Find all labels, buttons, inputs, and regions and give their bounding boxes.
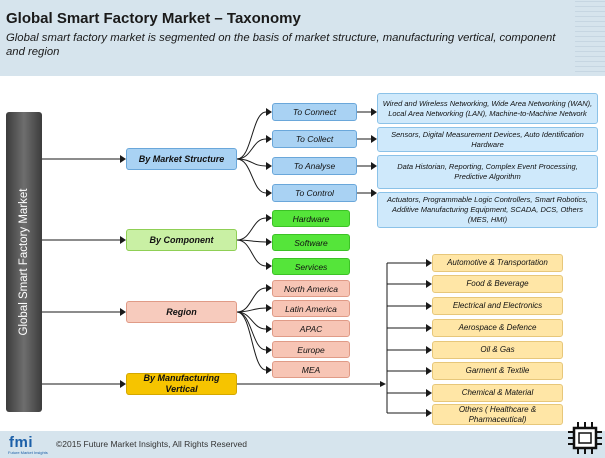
segment-component: By Component: [126, 229, 237, 251]
header-corner-pattern: [575, 0, 605, 76]
item-to-collect: To Collect: [272, 130, 357, 148]
root-bar: [6, 112, 42, 412]
item-europe: Europe: [272, 341, 350, 358]
chip-icon: [568, 422, 602, 454]
item-services: Services: [272, 258, 350, 275]
segment-vertical: By Manufacturing Vertical: [126, 373, 237, 395]
copyright-text: ©2015 Future Market Insights, All Rights…: [56, 439, 247, 449]
vertical-item: Oil & Gas: [432, 341, 563, 359]
item-apac: APAC: [272, 320, 350, 337]
segment-vertical-line2: Vertical: [165, 384, 198, 394]
item-to-connect: To Connect: [272, 103, 357, 121]
detail-to-control: Actuators, Programmable Logic Controller…: [377, 192, 598, 228]
vertical-item: Electrical and Electronics: [432, 297, 563, 315]
segment-market-structure: By Market Structure: [126, 148, 237, 170]
item-hardware: Hardware: [272, 210, 350, 227]
item-latin-america: Latin America: [272, 300, 350, 317]
vertical-item: Food & Beverage: [432, 275, 563, 293]
vertical-item: Aerospace & Defence: [432, 319, 563, 337]
vertical-item: Garment & Textile: [432, 362, 563, 380]
fmi-logo: fmi Future Market Insights: [5, 434, 48, 456]
detail-to-analyse: Data Historian, Reporting, Complex Event…: [377, 155, 598, 189]
vertical-item: Automotive & Transportation: [432, 254, 563, 272]
item-mea: MEA: [272, 361, 350, 378]
item-north-america: North America: [272, 280, 350, 297]
detail-to-collect: Sensors, Digital Measurement Devices, Au…: [377, 127, 598, 152]
detail-to-connect: Wired and Wireless Networking, Wide Area…: [377, 93, 598, 124]
vertical-item: Chemical & Material: [432, 384, 563, 402]
item-to-control: To Control: [272, 184, 357, 202]
footer-band: [0, 431, 605, 458]
page-subtitle: Global smart factory market is segmented…: [6, 32, 556, 58]
segment-vertical-line1: By Manufacturing: [143, 373, 220, 383]
item-software: Software: [272, 234, 350, 251]
vertical-item: Others ( Healthcare & Pharmaceutical): [432, 404, 563, 425]
header-band: [0, 0, 605, 76]
item-to-analyse: To Analyse: [272, 157, 357, 175]
page-title: Global Smart Factory Market – Taxonomy: [6, 10, 301, 27]
root-label: Global Smart Factory Market: [18, 188, 30, 336]
logo-text: fmi: [9, 434, 33, 451]
logo-subtext: Future Market Insights: [8, 450, 48, 455]
segment-region: Region: [126, 301, 237, 323]
